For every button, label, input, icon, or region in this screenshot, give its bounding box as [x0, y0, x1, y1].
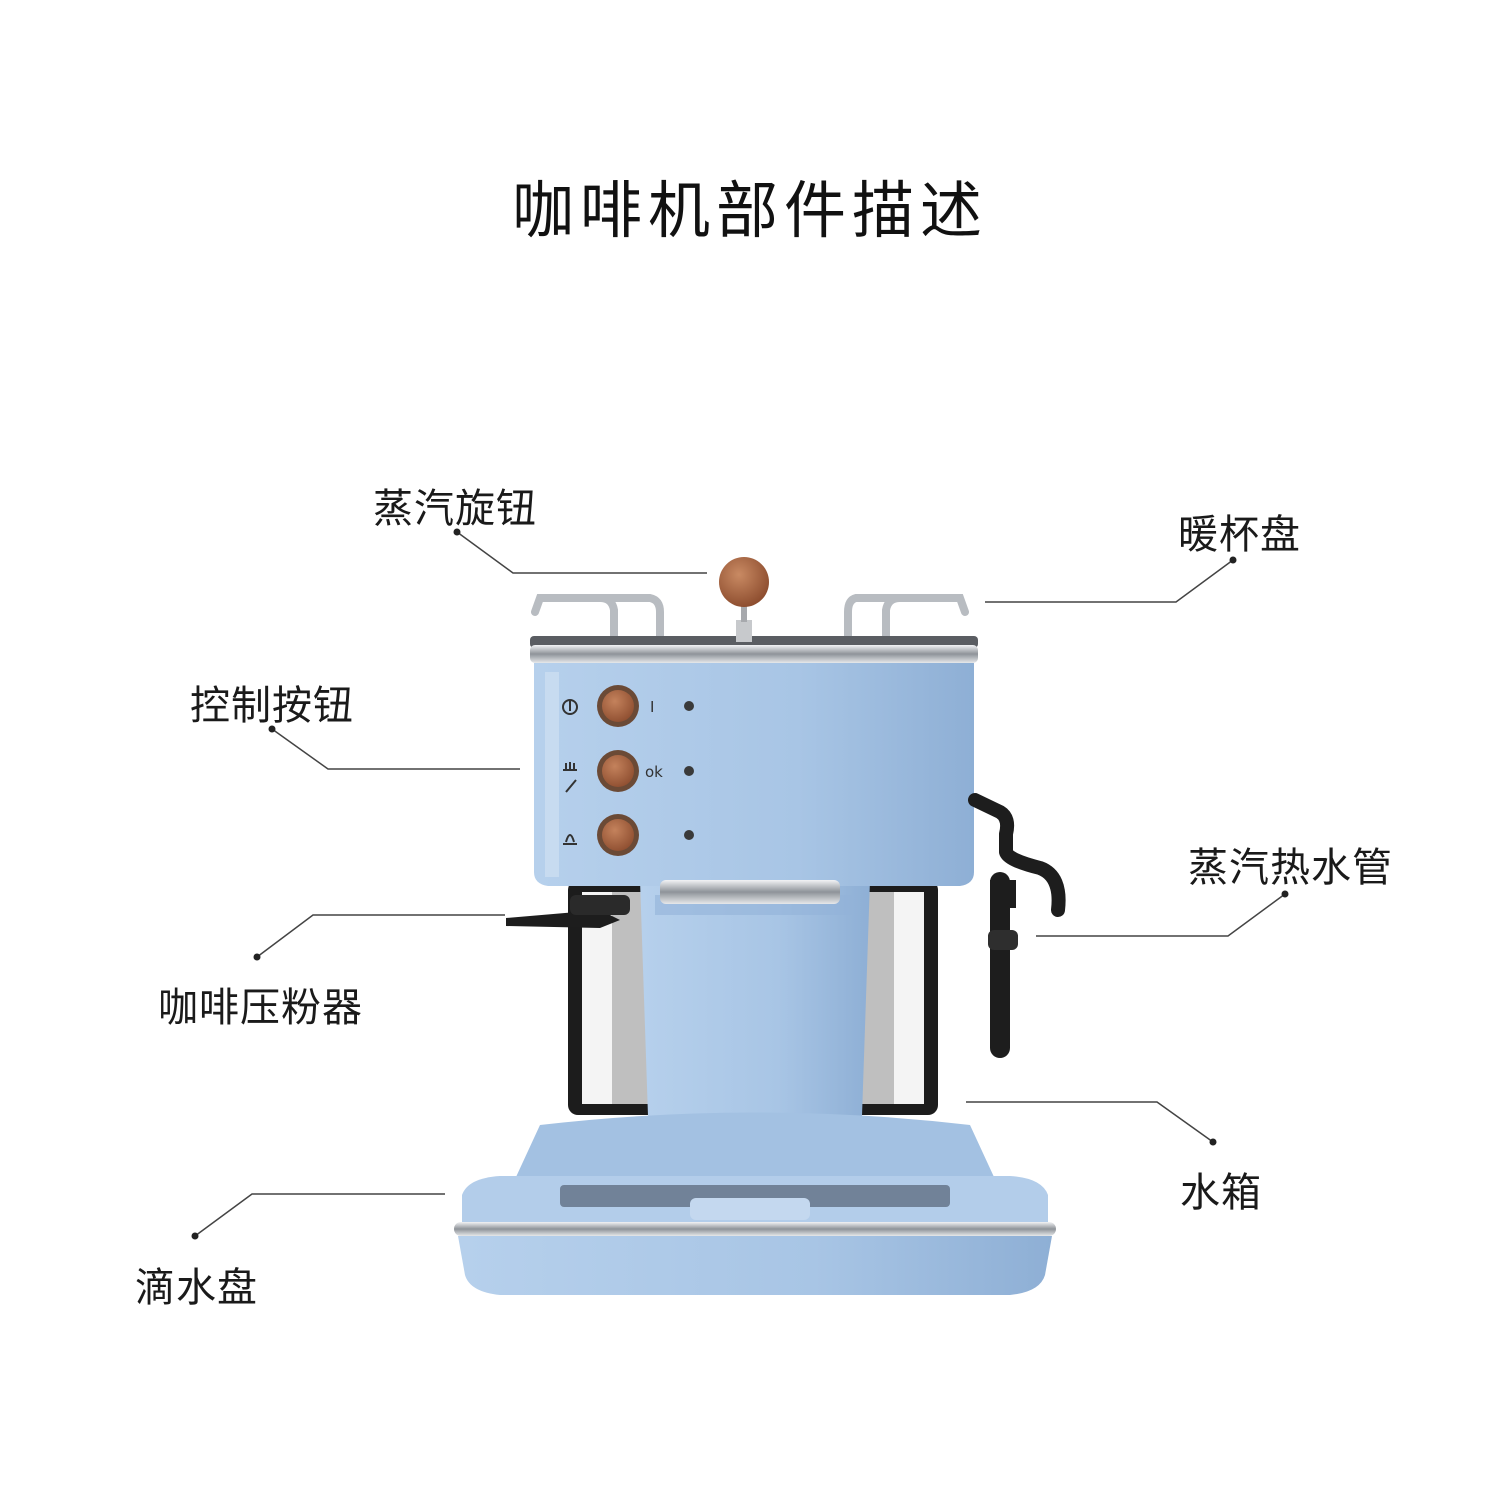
- steam-wand: [968, 793, 1066, 1058]
- label-steam-knob: 蒸汽旋钮: [373, 486, 537, 532]
- leader-control-buttons: [271, 728, 520, 770]
- power-icon: [562, 699, 578, 715]
- ok-mark: ok: [645, 763, 663, 781]
- cup-warmer-rails: [531, 594, 969, 642]
- leader-lines: [194, 531, 1286, 1237]
- coffee-steam-icon: [563, 762, 577, 793]
- label-cup-warmer: 暖杯盘: [1178, 512, 1301, 558]
- top-plate: [530, 636, 978, 663]
- coffee-tamper: [506, 895, 630, 928]
- control-buttons: [597, 685, 694, 856]
- steam-knob: [719, 557, 769, 642]
- power-on-mark: I: [650, 698, 654, 716]
- machine-body: [534, 663, 974, 904]
- leader-steam-knob: [456, 531, 707, 574]
- leader-tamper: [256, 914, 505, 958]
- button-symbols: [562, 699, 578, 845]
- leader-water-tank: [966, 1101, 1214, 1143]
- leader-dots: [191, 528, 1289, 1240]
- leader-cup-warmer: [985, 559, 1234, 603]
- leader-steam-wand: [1036, 893, 1286, 937]
- label-drip-tray: 滴水盘: [135, 1265, 258, 1311]
- label-control-buttons: 控制按钮: [190, 683, 354, 729]
- page-title: 咖啡机部件描述: [511, 174, 988, 247]
- label-steam-wand: 蒸汽热水管: [1188, 845, 1393, 891]
- label-water-tank: 水箱: [1180, 1170, 1262, 1216]
- leader-drip-tray: [194, 1193, 445, 1237]
- steam-icon: [563, 834, 577, 845]
- label-tamper: 咖啡压粉器: [158, 985, 363, 1031]
- drip-tray-base: [454, 1112, 1056, 1295]
